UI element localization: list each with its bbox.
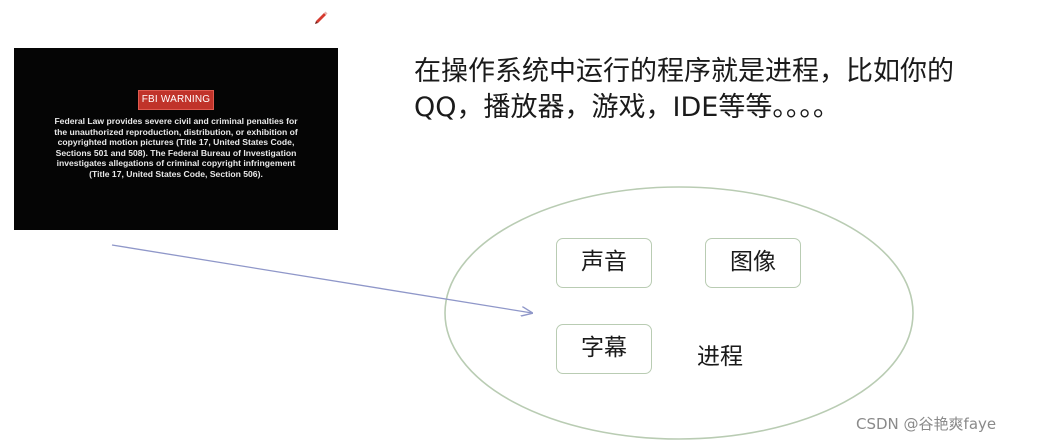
fbi-warning-badge: FBI WARNING bbox=[138, 90, 214, 110]
process-label: 进程 bbox=[697, 344, 743, 370]
watermark: CSDN @谷艳爽faye bbox=[856, 415, 997, 433]
pen-icon bbox=[315, 11, 328, 24]
headline-line-2: QQ，播放器，游戏，IDE等等。。。。 bbox=[414, 92, 840, 123]
fbi-text-line: investigates allegations of criminal cop… bbox=[56, 158, 296, 169]
arrow bbox=[111, 244, 532, 313]
subtitle-box: 字幕 bbox=[556, 324, 652, 374]
fbi-text-line: Federal Law provides severe civil and cr… bbox=[54, 116, 298, 126]
fbi-text-line: Sections 501 and 508). The Federal Burea… bbox=[55, 147, 297, 158]
fbi-text-line: the unauthorized reproduction, distribut… bbox=[54, 126, 298, 137]
headline-line-1: 在操作系统中运行的程序就是进程，比如你的 bbox=[414, 56, 954, 87]
process-ellipse bbox=[444, 186, 914, 440]
video-screenshot: FBI WARNING Federal Law provides severe … bbox=[14, 48, 338, 230]
fbi-text-line: (Title 17, United States Code, Section 5… bbox=[89, 168, 263, 179]
sound-box: 声音 bbox=[556, 238, 652, 288]
headline: 在操作系统中运行的程序就是进程，比如你的 QQ，播放器，游戏，IDE等等。。。。 bbox=[414, 54, 1014, 126]
fbi-warning-text: Federal Law provides severe civil and cr… bbox=[26, 116, 326, 180]
fbi-text-line: copyrighted motion pictures (Title 17, U… bbox=[57, 137, 295, 148]
image-box: 图像 bbox=[705, 238, 801, 288]
